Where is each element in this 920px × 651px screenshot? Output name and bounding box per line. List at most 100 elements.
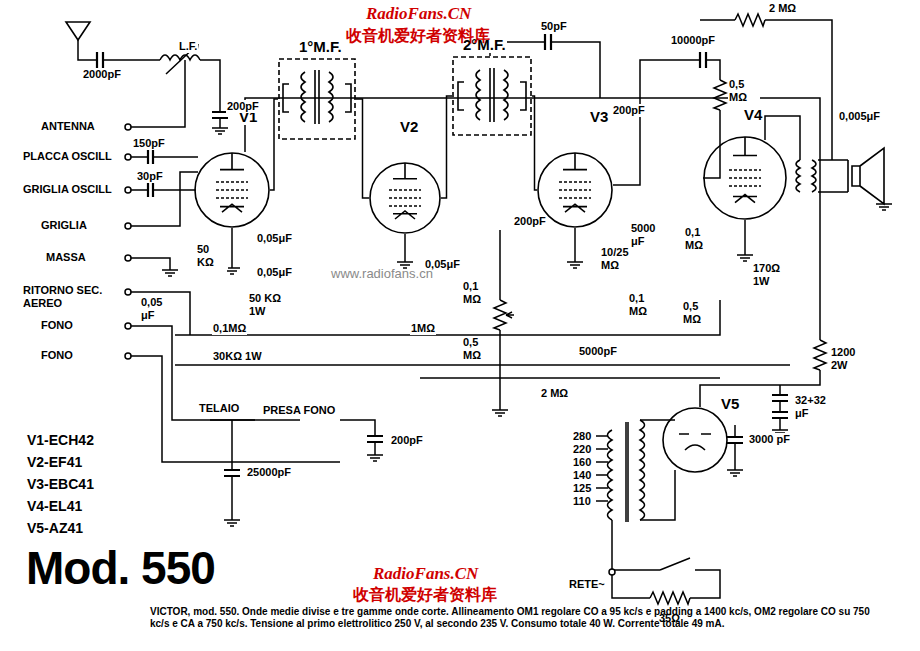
component-value: PLACCA OSCILL xyxy=(22,150,113,163)
tube-circle xyxy=(663,408,727,472)
part-name: 1°M.F. xyxy=(298,38,343,55)
electrodes xyxy=(679,434,711,450)
terminal xyxy=(125,323,131,329)
wire-connector xyxy=(441,96,452,198)
tube-circle xyxy=(538,153,612,227)
wire xyxy=(131,60,185,127)
component-value: 50pF xyxy=(540,20,568,33)
tube-type: V2-EF41 xyxy=(26,454,83,470)
component-value: 1MΩ xyxy=(410,322,436,335)
wire xyxy=(78,20,832,598)
resistor-symbol xyxy=(494,300,506,330)
wire xyxy=(612,520,720,598)
wire xyxy=(131,356,340,462)
component-value: 0,05 μF xyxy=(140,296,174,322)
capacitor-symbol xyxy=(97,52,103,68)
wire xyxy=(700,20,832,160)
component-value: 5000 μF xyxy=(630,222,666,248)
wire xyxy=(744,220,746,255)
wire-connector xyxy=(270,99,278,190)
watermark: RadioFans.CN xyxy=(372,564,479,583)
component-value: 200pF xyxy=(390,434,424,447)
coil-symbol xyxy=(476,70,480,120)
component-value: GRIGLIA OSCILL xyxy=(22,183,113,196)
watermark: RadioFans.CN xyxy=(365,4,472,23)
tube-envelope xyxy=(194,152,270,228)
ground-symbol xyxy=(876,204,892,210)
component-value: 0,1 MΩ xyxy=(684,226,716,252)
trimmer xyxy=(283,84,351,112)
capacitor-symbol xyxy=(772,395,788,418)
wire xyxy=(420,377,720,379)
cathode xyxy=(220,204,244,212)
component-value: 30KΩ 1W xyxy=(212,350,263,363)
component-value: 280 xyxy=(572,430,592,443)
core xyxy=(490,68,494,122)
cathode xyxy=(563,204,587,212)
component-value: 30pF xyxy=(136,170,164,183)
component-value: 25000pF xyxy=(246,466,292,479)
resistor-symbol xyxy=(494,14,826,604)
watermark: www.radiofans.cn xyxy=(330,266,434,281)
component-value: 170Ω 1W xyxy=(752,262,794,288)
ground-symbol xyxy=(162,270,178,276)
plate xyxy=(393,163,417,179)
capacitor-symbol xyxy=(224,470,240,476)
model-title: Mod. 550 xyxy=(26,542,215,594)
component-value: 140 xyxy=(572,469,592,482)
coil-symbol xyxy=(160,44,816,522)
component-value: 2 MΩ xyxy=(768,2,797,15)
tube-type: V1-ECH42 xyxy=(26,432,95,448)
component-value: PRESA FONO xyxy=(262,404,336,417)
ground-symbol xyxy=(162,128,892,526)
component-value: RITORNO SEC. AEREO xyxy=(22,284,124,310)
antenna-symbol xyxy=(66,22,90,40)
ground-symbol xyxy=(492,410,508,416)
core xyxy=(315,70,319,124)
terminal xyxy=(125,223,131,229)
tube-circle xyxy=(370,163,440,233)
component-value: MASSA xyxy=(45,251,87,264)
wire xyxy=(340,420,375,455)
plate xyxy=(733,137,757,155)
part-name: V2 xyxy=(399,118,419,135)
component-value: 0,1MΩ xyxy=(212,322,247,335)
wire xyxy=(175,364,790,366)
component-value: 200pF xyxy=(226,100,260,113)
component-value: 200pF xyxy=(513,215,547,228)
wire xyxy=(131,292,190,335)
component-value: 0,5 MΩ xyxy=(682,300,714,326)
antenna-symbol xyxy=(66,22,90,40)
component-value: 2 MΩ xyxy=(540,387,569,400)
component-value: 2000pF xyxy=(82,68,122,81)
plate xyxy=(563,153,587,170)
tube-type: V5-AZ41 xyxy=(26,520,84,536)
component-value: 0,1 MΩ xyxy=(628,292,660,318)
grid xyxy=(729,170,761,186)
capacitor-symbol xyxy=(97,34,788,476)
wire-connector xyxy=(356,99,369,198)
component-value: L.F. xyxy=(178,40,198,53)
wire xyxy=(765,116,800,160)
capacitor-symbol xyxy=(700,52,706,68)
component-value: 0,05μF xyxy=(424,258,461,271)
terminal xyxy=(125,353,131,359)
speaker-symbol xyxy=(818,148,884,204)
symbol xyxy=(663,408,727,472)
capacitor-symbol xyxy=(367,436,383,442)
symbol xyxy=(279,59,355,139)
component-value: 160 xyxy=(572,456,592,469)
grid xyxy=(216,182,248,198)
component-value: 0,05μF xyxy=(256,266,293,279)
wire xyxy=(640,420,675,520)
component-value: 3000 pF xyxy=(748,433,791,446)
part-name: V3 xyxy=(589,108,609,125)
component-value: 0,1 MΩ xyxy=(462,280,494,306)
speaker-symbol xyxy=(818,160,848,192)
tube-envelope xyxy=(369,162,441,234)
speaker-symbol xyxy=(852,148,884,204)
component-value: 0,05μF xyxy=(256,232,293,245)
coil-symbol xyxy=(796,160,800,192)
grid xyxy=(559,182,591,198)
if-transformer-outline xyxy=(452,56,532,136)
